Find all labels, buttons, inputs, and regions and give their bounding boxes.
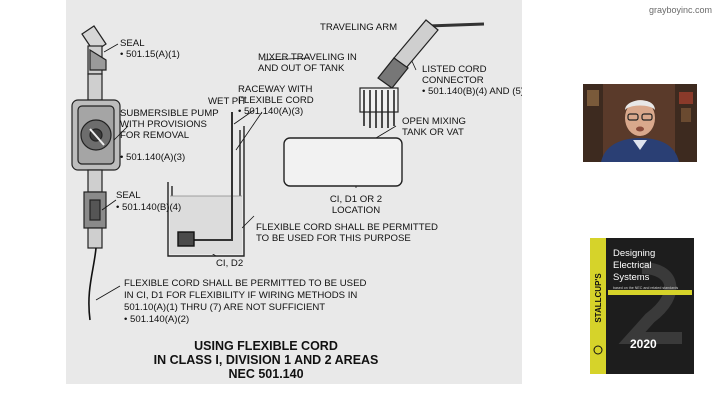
- diagram-title: USING FLEXIBLE CORD IN CLASS I, DIVISION…: [154, 339, 379, 381]
- book-title-2: Electrical: [613, 260, 652, 271]
- pump-label-3: FOR REMOVAL: [120, 130, 190, 141]
- book-year: 2020: [630, 337, 657, 351]
- location-label-2: LOCATION: [332, 205, 380, 216]
- ci-d2-label: CI, D2: [216, 258, 243, 269]
- book-title-3: Systems: [613, 272, 650, 283]
- connector-ref: • 501.140(B)(4) AND (5): [422, 86, 522, 97]
- book-title-1: Designing: [613, 248, 655, 259]
- diagram-canvas: SEAL • 501.15(A)(1) SUBMERSIBLE PUMP WIT…: [71, 19, 522, 381]
- mixer-label-2: AND OUT OF TANK: [258, 63, 345, 74]
- pump-ref: • 501.140(A)(3): [120, 152, 185, 163]
- wet-pit: [167, 112, 245, 257]
- title-line-2: IN CLASS I, DIVISION 1 AND 2 AREAS: [154, 353, 379, 367]
- raceway-ref: • 501.140(A)(3): [238, 106, 303, 117]
- site-watermark: grayboyinc.com: [648, 5, 712, 15]
- tank-label-1: OPEN MIXING: [402, 116, 466, 127]
- seal-mid-label: SEAL: [116, 190, 141, 201]
- raceway-label-1: RACEWAY WITH: [238, 84, 313, 95]
- connector-label-1: LISTED CORD: [422, 64, 487, 75]
- diagram-slide: SEAL • 501.15(A)(1) SUBMERSIBLE PUMP WIT…: [66, 0, 522, 384]
- location-label-1: CI, D1 OR 2: [330, 194, 382, 205]
- connector-label-2: CONNECTOR: [422, 75, 484, 86]
- seal-top-ref: • 501.15(A)(1): [120, 49, 180, 60]
- book-subtitle: based on the NEC and related standards: [613, 286, 678, 290]
- title-line-3: NEC 501.140: [228, 367, 303, 381]
- pump-label-1: SUBMERSIBLE PUMP: [120, 108, 219, 119]
- bottom-note-3: 501.10(A)(1) THRU (7) ARE NOT SUFFICIENT: [124, 302, 325, 313]
- seal-mid-ref: • 501.140(B)(4): [116, 202, 181, 213]
- seal-top-label: SEAL: [120, 38, 145, 49]
- mixer-assembly: [359, 19, 485, 128]
- bottom-note-1: FLEXIBLE CORD SHALL BE PERMITTED TO BE U…: [124, 278, 366, 289]
- tank-label-2: TANK OR VAT: [402, 127, 464, 138]
- flex-permit-label-2: TO BE USED FOR THIS PURPOSE: [256, 233, 411, 244]
- presenter-video: [583, 84, 697, 162]
- traveling-arm-label: TRAVELING ARM: [320, 22, 397, 33]
- wet-pit-label: WET PIT: [208, 96, 247, 107]
- mixing-tank: [283, 137, 403, 187]
- pump-label-2: WITH PROVISIONS: [120, 119, 207, 130]
- pump-assembly: [71, 25, 121, 321]
- title-line-1: USING FLEXIBLE CORD: [194, 339, 338, 353]
- bottom-note-2: IN CI, D1 FOR FLEXIBILITY IF WIRING METH…: [124, 290, 357, 301]
- raceway-label-2: FLEXIBLE CORD: [238, 95, 314, 106]
- book-brand: STALLCUP'S: [594, 273, 603, 323]
- book-cover: STALLCUP'S Designing Electrical Systems …: [590, 238, 694, 374]
- flex-permit-label-1: FLEXIBLE CORD SHALL BE PERMITTED: [256, 222, 438, 233]
- mixer-label-1: MIXER TRAVELING IN: [258, 52, 357, 63]
- bottom-note-ref: • 501.140(A)(2): [124, 314, 189, 325]
- diagram-labels: SEAL • 501.15(A)(1) SUBMERSIBLE PUMP WIT…: [116, 22, 522, 325]
